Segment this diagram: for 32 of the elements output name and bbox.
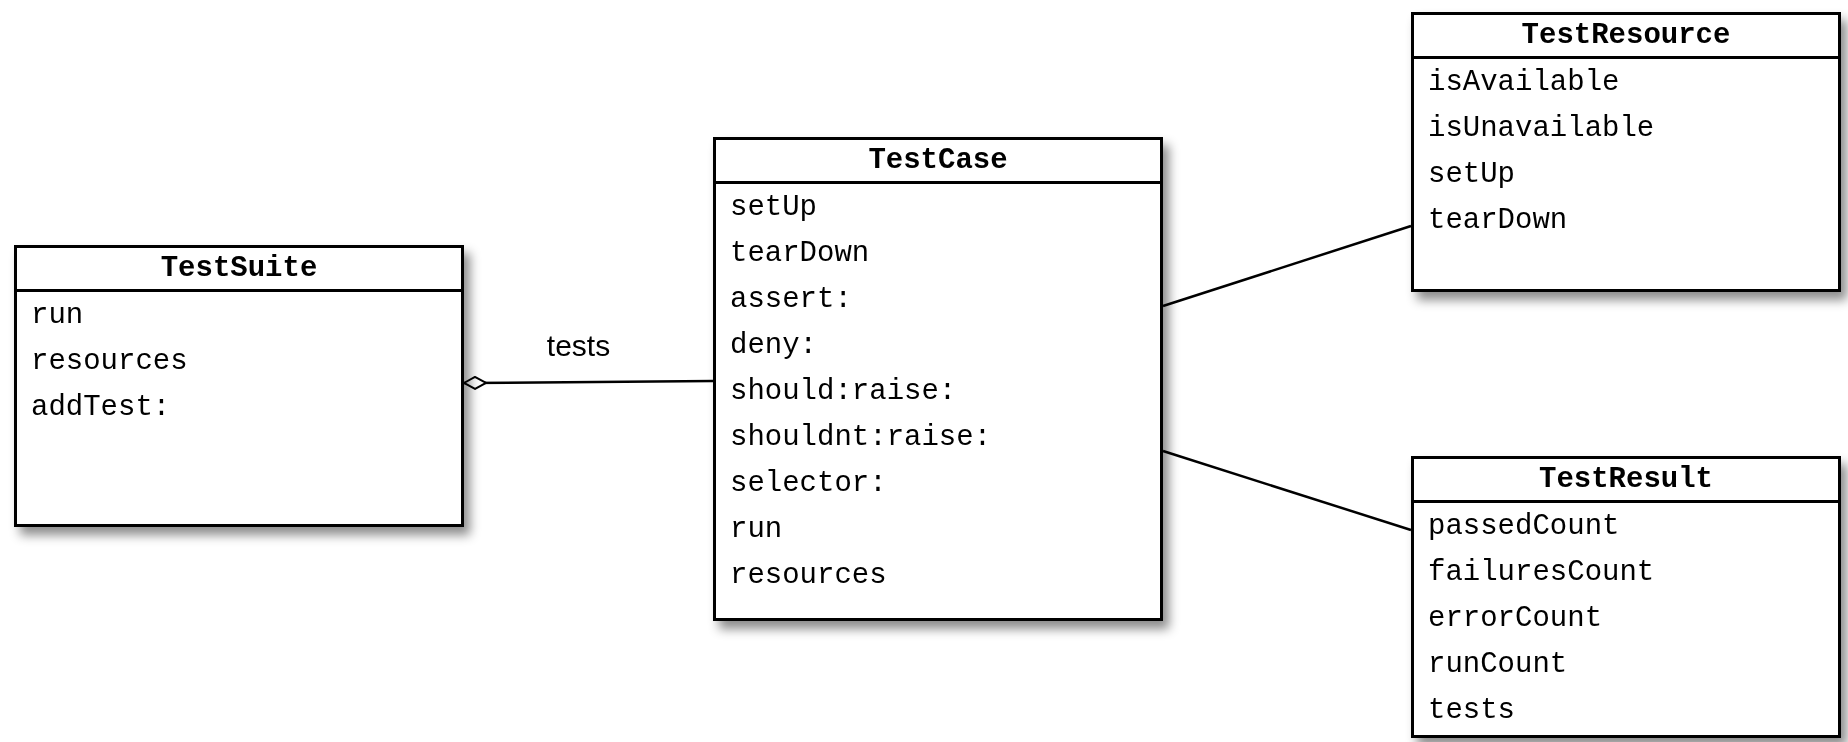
member-name: tearDown [730,236,870,272]
class-box [14,245,464,527]
member-name: addTest: [31,390,171,426]
member-name: passedCount [1428,509,1620,545]
member-name: resources [730,558,887,594]
member-name: isUnavailable [1428,111,1655,147]
member-name: run [31,298,84,334]
class-name: TestResult [1539,465,1713,494]
member-name: failuresCount [1428,555,1655,591]
member-name: setUp [1428,157,1515,193]
association-line [1162,224,1412,308]
class-box [1411,12,1841,292]
class-name: TestResource [1521,21,1731,50]
association-line [1162,449,1412,532]
member-name: resources [31,344,188,380]
class-name: TestCase [868,146,1008,175]
class-box [1411,456,1841,738]
association-line [463,375,713,390]
member-name: setUp [730,190,817,226]
member-name: isAvailable [1428,65,1620,101]
class-box [713,137,1163,621]
member-name: runCount [1428,647,1568,683]
member-name: should:raise: [730,374,957,410]
member-name: run [730,512,783,548]
member-name: shouldnt:raise: [730,420,992,456]
member-name: tests [1428,693,1515,729]
class-name: TestSuite [160,254,318,283]
member-name: errorCount [1428,601,1603,637]
member-name: assert: [730,282,852,318]
member-name: deny: [730,328,817,364]
member-name: tearDown [1428,203,1568,239]
member-name: selector: [730,466,887,502]
